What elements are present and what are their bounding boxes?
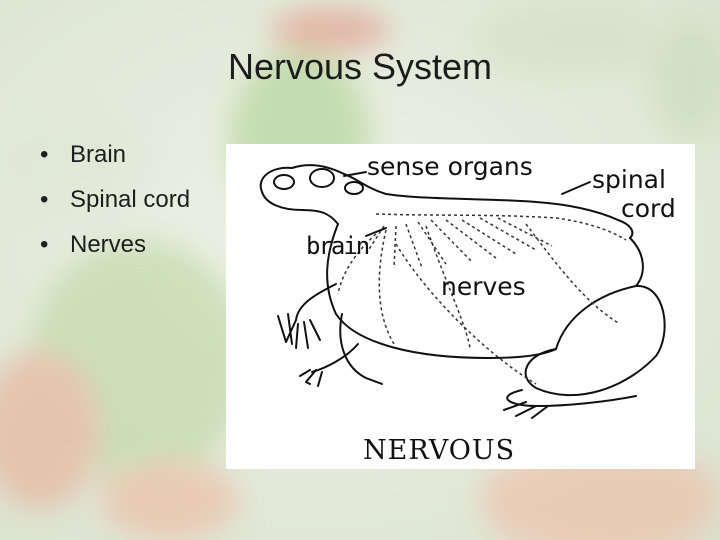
label-brain: brain bbox=[306, 232, 370, 260]
frog-drawing bbox=[259, 164, 666, 419]
slide-title: Nervous System bbox=[227, 46, 493, 87]
frog-nervous-system-diagram: sense organs spinal cord brain nerves NE… bbox=[226, 144, 695, 469]
bullet-text: Spinal cord bbox=[70, 186, 191, 213]
bullet-glyph: • bbox=[40, 231, 49, 258]
bullet-text: Nerves bbox=[70, 231, 147, 258]
bullet-item-spinal-cord: • Spinal cord bbox=[40, 177, 190, 222]
label-cord: cord bbox=[621, 194, 676, 223]
bullet-glyph: • bbox=[40, 141, 49, 168]
bullet-list: • Brain • Spinal cord • Nerves bbox=[40, 132, 190, 267]
bullet-item-nerves: • Nerves bbox=[40, 222, 190, 267]
label-sense-organs: sense organs bbox=[367, 152, 533, 181]
figure-caption: NERVOUS bbox=[363, 435, 516, 466]
bullet-item-brain: • Brain bbox=[40, 132, 190, 177]
bullet-glyph: • bbox=[40, 186, 49, 213]
bullet-text: Brain bbox=[70, 141, 127, 168]
label-nerves: nerves bbox=[441, 272, 526, 301]
label-spinal: spinal bbox=[592, 165, 666, 194]
